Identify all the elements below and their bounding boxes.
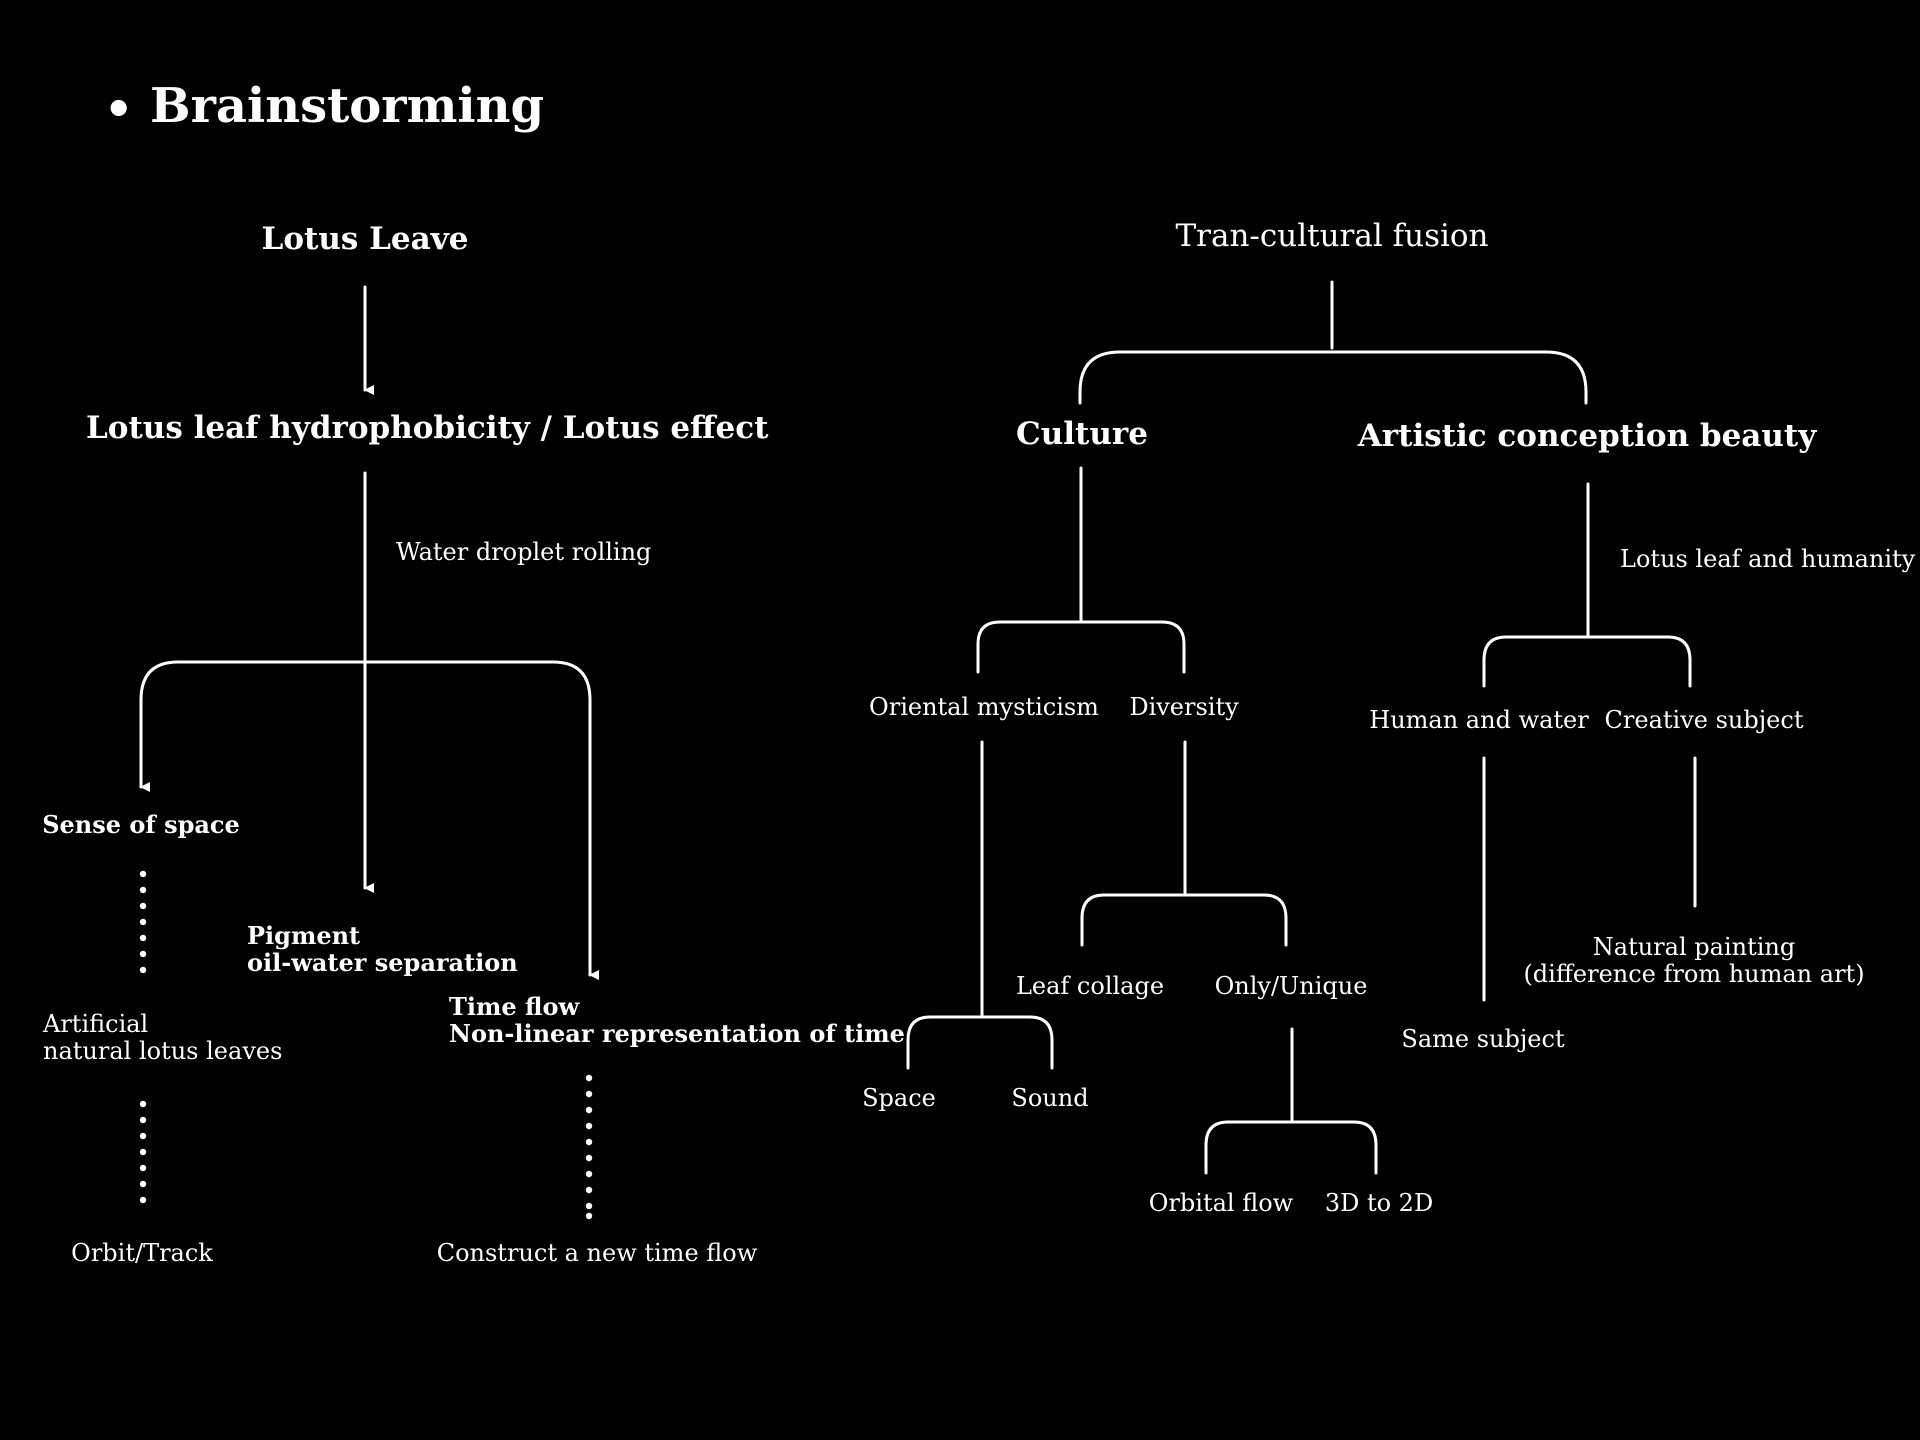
node-lotus-leave: Lotus Leave	[261, 221, 469, 257]
node-3d-to-2d: 3D to 2D	[1324, 1189, 1434, 1217]
bracket-space-sound	[906, 1015, 1054, 1070]
dotted-line-space	[139, 870, 147, 974]
bracket-effect-branches	[139, 660, 592, 714]
bracket-oriental-diversity	[976, 620, 1186, 674]
node-time-flow-line1: Time flow	[449, 992, 580, 1021]
node-same-subject: Same subject	[1401, 1025, 1565, 1053]
node-creative-subject: Creative subject	[1604, 706, 1804, 734]
node-artificial-lotus: Artificial natural lotus leaves	[43, 1011, 282, 1065]
node-natural-painting-line2: (difference from human art)	[1523, 960, 1865, 988]
node-sense-of-space: Sense of space	[42, 810, 240, 839]
node-diversity: Diversity	[1129, 693, 1239, 721]
node-oriental-mysticism: Oriental mysticism	[869, 693, 1099, 721]
node-trancultural-fusion: Tran-cultural fusion	[1175, 218, 1489, 254]
bracket-human-creative	[1482, 635, 1692, 688]
node-artificial-line1: Artificial	[43, 1010, 149, 1038]
heading-bullet: •	[104, 82, 134, 136]
node-time-flow-line2: Non-linear representation of time	[449, 1019, 905, 1048]
label-lotus-leaf-humanity: Lotus leaf and humanity	[1620, 545, 1916, 573]
label-water-droplet-rolling: Water droplet rolling	[396, 538, 652, 566]
node-artificial-line2: natural lotus leaves	[43, 1037, 283, 1065]
node-pigment-line1: Pigment	[247, 921, 361, 950]
node-pigment-line2: oil-water separation	[247, 948, 518, 977]
node-only-unique: Only/Unique	[1214, 972, 1368, 1000]
node-lotus-effect: Lotus leaf hydrophobicity / Lotus effect	[86, 410, 769, 446]
dotted-line-artificial	[139, 1100, 147, 1204]
node-natural-painting-line1: Natural painting	[1592, 933, 1796, 961]
node-leaf-collage: Leaf collage	[1015, 972, 1165, 1000]
node-sound: Sound	[1011, 1084, 1089, 1112]
node-artistic-conception: Artistic conception beauty	[1357, 418, 1817, 454]
node-construct-time-flow: Construct a new time flow	[436, 1239, 758, 1267]
node-orbit-track: Orbit/Track	[71, 1239, 213, 1267]
node-orbital-flow: Orbital flow	[1148, 1189, 1294, 1217]
node-space: Space	[862, 1084, 936, 1112]
node-time-flow: Time flow Non-linear representation of t…	[449, 993, 905, 1047]
bracket-orbital-3d	[1204, 1120, 1378, 1175]
node-pigment: Pigment oil-water separation	[247, 922, 518, 976]
bracket-collage-unique	[1080, 893, 1288, 947]
bracket-culture-artistic	[1078, 350, 1588, 405]
node-human-and-water: Human and water	[1369, 706, 1589, 734]
node-natural-painting: Natural painting (difference from human …	[1523, 934, 1864, 988]
node-culture: Culture	[1016, 416, 1148, 452]
page-title: Brainstorming	[150, 78, 545, 134]
dotted-line-time	[585, 1074, 593, 1220]
